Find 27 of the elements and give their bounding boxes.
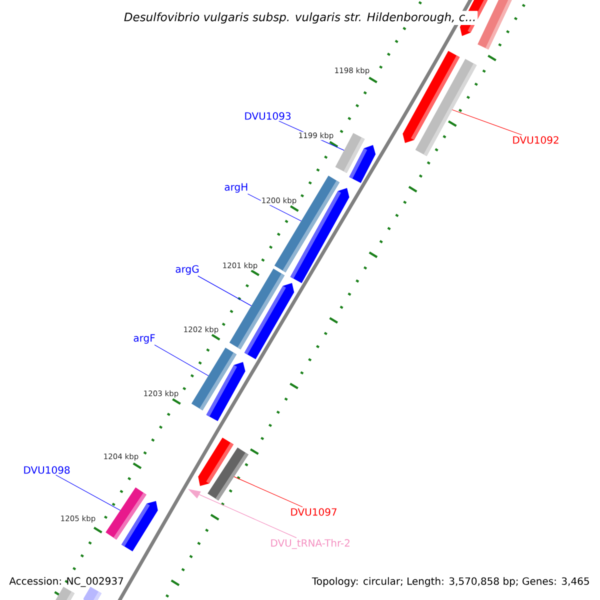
gene-block: [244, 283, 294, 360]
gene-block: [121, 501, 158, 552]
gene-label: argG: [176, 265, 199, 275]
gene-bar: [208, 447, 248, 501]
gene-label: argH: [224, 183, 248, 193]
leader-line: [452, 109, 522, 136]
title: Desulfovibrio vulgaris subsp. vulgaris str. Hildenborough, c...: [122, 10, 478, 26]
gene-marker: [188, 489, 201, 498]
gene-block: [83, 586, 102, 600]
gene-bar: [415, 58, 477, 156]
leader-line: [234, 476, 303, 508]
leader-line: [198, 276, 252, 306]
gene-label: argF: [134, 334, 155, 344]
gene-block: [349, 145, 376, 183]
gene-label: DVU1093: [245, 112, 291, 120]
leader-line: [198, 494, 297, 538]
gene-label: DVU1098: [24, 466, 70, 474]
gene-label: DVU1092: [513, 136, 558, 144]
accession-text: Accession: NC_002937: [9, 577, 124, 587]
topology-text: Topology: circular; Length: 3,570,858 bp; Genes: 3,465: [310, 576, 591, 588]
leader-line: [154, 344, 209, 376]
gene-block: [206, 362, 246, 422]
gene-label: DVU_tRNA-Thr-2: [271, 539, 350, 549]
gene-bar: [53, 586, 75, 600]
gene-bar: [478, 0, 514, 50]
gene-label: DVU1097: [291, 508, 336, 516]
leader-line: [56, 474, 121, 511]
